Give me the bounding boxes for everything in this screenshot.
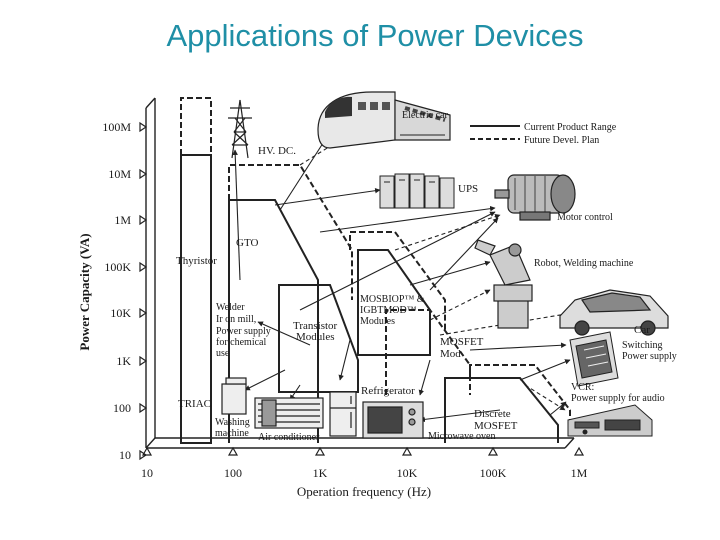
air-conditioner-icon (254, 397, 324, 429)
microwave-oven-icon (362, 401, 424, 439)
y-tick-label: 10M (108, 167, 131, 181)
triac-label: TRIAC (178, 398, 211, 410)
leader-line (319, 205, 496, 233)
x-tick-label: 100 (224, 466, 242, 480)
igbtmod-label: MOSBIOP™ & (360, 294, 425, 305)
y-tick-label: 10K (110, 306, 131, 320)
switching-label: Power supply (622, 351, 677, 362)
leader-line (338, 339, 351, 381)
washing-machine-label: machine (215, 428, 249, 439)
transmission-tower-icon (228, 99, 252, 159)
welder-label: use (216, 348, 230, 359)
y-tick-label: 100M (102, 120, 131, 134)
ups-label: UPS (458, 183, 478, 195)
car-label: Car (634, 324, 650, 336)
gto-future-region (228, 164, 353, 300)
legend-current-label: Current Product Range (524, 122, 617, 133)
discrete-mosfet-future-region (469, 364, 571, 430)
discrete-mosfet-label: MOSFET (474, 420, 518, 432)
thyristor-label: Thyristor (176, 255, 217, 267)
gto-region (228, 199, 319, 443)
washing-machine-label: Washing (215, 417, 250, 428)
transistor-modules-label: Transistor (293, 320, 338, 332)
igbtmod-region (357, 249, 431, 356)
y-tick-label: 100K (104, 260, 131, 274)
y-tick-label: 1M (114, 213, 131, 227)
leader-line (244, 369, 286, 391)
x-axis-tick-labels: 10 100 1K 10K 100K 1M (141, 466, 588, 480)
leader-line (232, 149, 241, 281)
robot-label: Robot, Welding machine (534, 258, 634, 269)
washing-machine-icon (221, 377, 247, 415)
electric-train-icon (317, 91, 451, 149)
y-axis-tick-labels: 100M 10M 1M 100K 10K 1K 100 10 (102, 120, 131, 462)
motor-icon (494, 174, 576, 221)
leader-line (519, 359, 571, 381)
welder-label: Welder (216, 302, 245, 313)
y-axis-ticks (139, 121, 148, 461)
vcr-label: VCR: (571, 382, 594, 393)
leader-line (524, 384, 566, 411)
igbtmod-future-region (349, 231, 446, 330)
leader-line (257, 321, 311, 346)
mosfet-module-label: Mod (440, 348, 461, 360)
switching-supply-icon (569, 331, 619, 387)
x-axis-ticks (141, 446, 585, 456)
discrete-mosfet-region (444, 377, 559, 443)
leader-line (469, 342, 567, 351)
discrete-mosfet-label: Discrete (474, 408, 511, 420)
leader-line (419, 409, 501, 423)
leader-line (549, 401, 567, 416)
legend-future-label: Future Devel. Plan (524, 135, 599, 146)
electric-car-label: Electric car (402, 110, 448, 121)
mosfet-module-label: MOSFET (440, 336, 484, 348)
audio-vcr-icon (567, 404, 653, 437)
leader-line (394, 213, 501, 251)
x-tick-label: 10K (397, 466, 418, 480)
leader-line (279, 139, 326, 211)
leader-line (429, 217, 499, 291)
thyristor-region (180, 154, 212, 444)
refrigerator-label: Refrigerator (361, 385, 415, 397)
ups-cabinet-icon (379, 173, 455, 209)
leader-line (429, 289, 491, 321)
switching-label: Switching (622, 340, 663, 351)
igbtmod-label: Modules (360, 316, 395, 327)
device-labels: Thyristor GTO TRIAC Transistor Modules M… (176, 237, 518, 432)
leader-line (409, 260, 491, 286)
y-tick-label: 10 (119, 448, 131, 462)
welder-label: Power supply (216, 326, 271, 337)
y-tick-label: 1K (116, 354, 131, 368)
gto-label: GTO (236, 237, 258, 249)
device-regions (180, 97, 571, 444)
microwave-label: Microwave oven (428, 431, 495, 442)
igbtmod-label: IGBTMOD™ (360, 305, 417, 316)
x-tick-label: 10 (141, 466, 153, 480)
leader-line (299, 211, 496, 311)
x-tick-label: 100K (480, 466, 507, 480)
welder-label: for chemical (216, 337, 266, 348)
motor-control-label: Motor control (557, 212, 613, 223)
x-tick-label: 1M (571, 466, 588, 480)
legend: Current Product Range Future Devel. Plan (470, 122, 617, 146)
car-icon (559, 289, 669, 336)
refrigerator-icon (329, 391, 357, 437)
application-labels: Electric car HV. DC. UPS Motor control R… (215, 110, 677, 443)
slide-title: Applications of Power Devices (166, 18, 584, 53)
leader-line (418, 359, 431, 396)
leader-line (299, 139, 341, 166)
vcr-label: Power supply for audio (571, 393, 665, 404)
hvdc-label: HV. DC. (258, 145, 296, 157)
y-axis-label: Power Capacity (VA) (77, 233, 92, 350)
y-tick-label: 100 (113, 401, 131, 415)
x-axis-label: Operation frequency (Hz) (297, 484, 431, 499)
leader-line (274, 187, 381, 206)
thyristor-future-region (180, 97, 212, 155)
air-conditioner-label: Air conditioner (258, 432, 320, 443)
x-tick-label: 1K (313, 466, 328, 480)
transistor-modules-label: Modules (296, 331, 335, 343)
welder-label: Ir on mill, (216, 314, 256, 325)
robot-arm-icon (474, 239, 533, 329)
